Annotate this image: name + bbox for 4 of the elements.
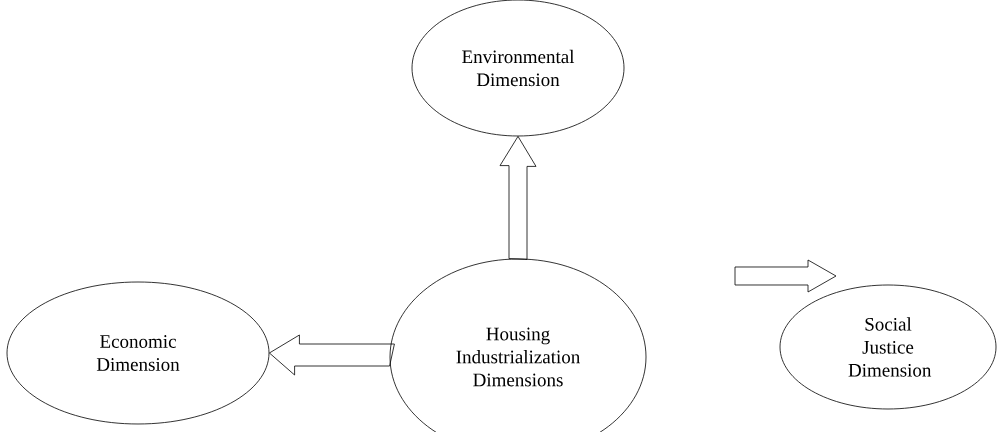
block-arrow	[269, 334, 395, 376]
ellipse-node: Social Justice Dimension	[779, 284, 997, 410]
ellipse-node: Economic Dimension	[6, 281, 270, 425]
block-arrow	[499, 136, 537, 260]
